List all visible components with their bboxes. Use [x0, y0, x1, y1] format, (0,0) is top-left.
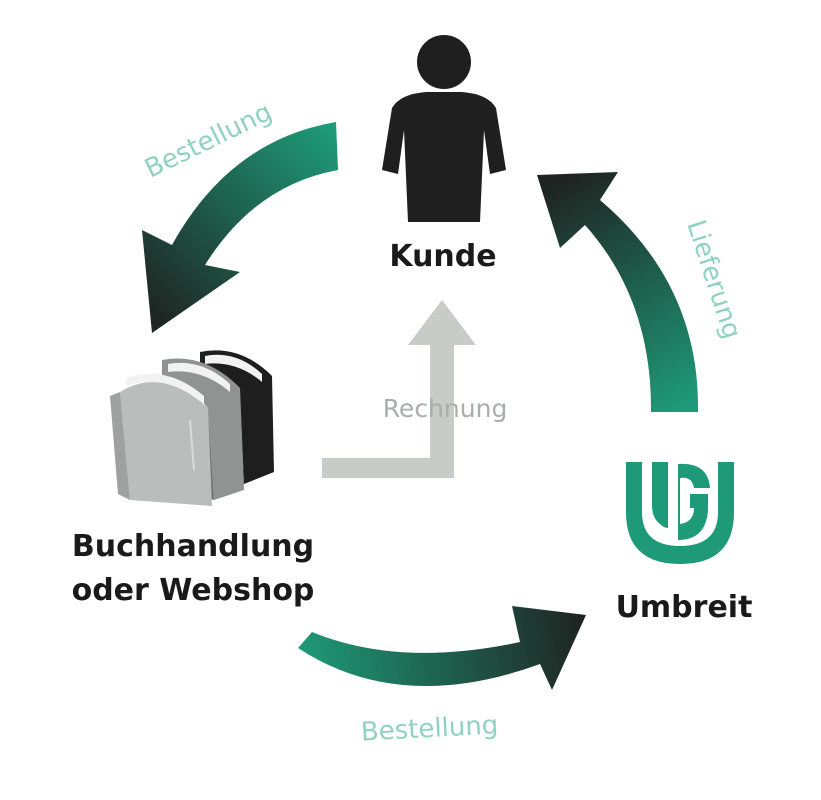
- customer-label: Kunde: [389, 239, 496, 274]
- invoice-label: Rechnung: [383, 394, 508, 423]
- bookstore-label-line1: Buchhandlung: [72, 529, 314, 564]
- invoice-arrow-bookstore-to-customer: [322, 300, 476, 478]
- order-label-bottom: Bestellung: [360, 710, 499, 747]
- delivery-label: Lieferung: [680, 216, 747, 342]
- order-arrow-bookstore-to-supplier: [298, 606, 586, 690]
- delivery-arrow-supplier-to-customer: [537, 172, 699, 412]
- supplier-label: Umbreit: [616, 590, 753, 625]
- umbreit-logo: [626, 462, 734, 564]
- books-icon: [110, 350, 274, 506]
- bookstore-label-line2: oder Webshop: [72, 573, 315, 608]
- person-icon: [382, 35, 506, 222]
- order-arrow-customer-to-bookstore: [142, 122, 338, 333]
